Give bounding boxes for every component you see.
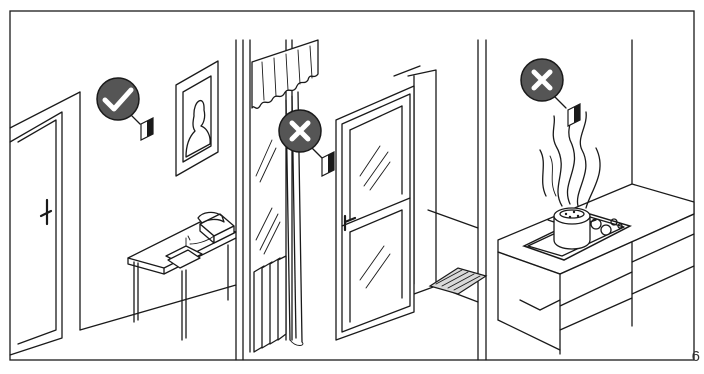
thermostat-correct	[141, 118, 153, 140]
page-number: 6	[684, 348, 700, 365]
thermostat-above-stove	[568, 104, 580, 126]
wall-picture	[176, 61, 218, 176]
cross-badge-kitchen	[521, 59, 566, 108]
cooking-pot	[548, 208, 596, 249]
curtain-valance	[252, 40, 318, 108]
check-badge	[97, 78, 140, 124]
window-glass	[256, 140, 280, 254]
door-left	[10, 112, 62, 355]
panel-kitchen	[498, 40, 694, 354]
panel-hallway	[10, 61, 236, 355]
thermostat-near-door	[322, 152, 334, 176]
radiator	[254, 256, 286, 352]
open-door	[336, 86, 414, 340]
panel-window-door	[250, 40, 486, 352]
